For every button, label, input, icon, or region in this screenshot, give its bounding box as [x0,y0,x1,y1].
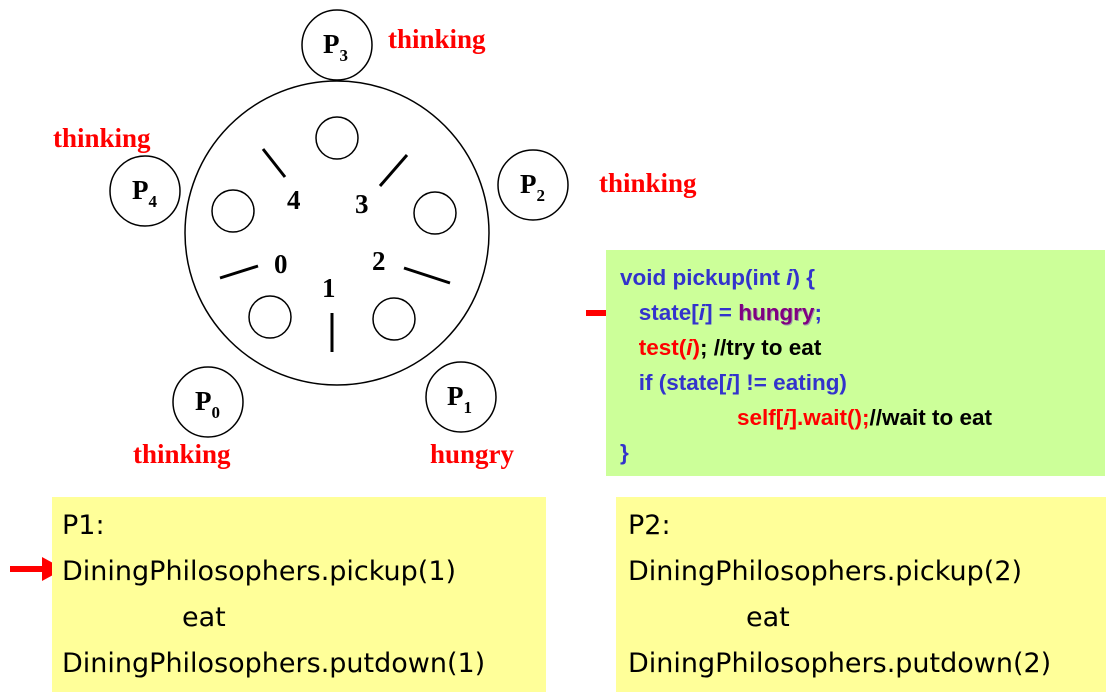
p1-pickup-call: DiningPhilosophers.pickup(1) [62,556,457,587]
pickup-code-block: void pickup(int i) { state[i] = hungry; … [606,250,1105,476]
chopstick-label-4: 4 [287,185,301,215]
chopstick-2-line [403,266,451,285]
plate-3 [315,116,359,160]
philosopher-p1: P1 [425,361,497,433]
state-label-p1: hungry [430,439,515,469]
p1-putdown-call: DiningPhilosophers.putdown(1) [62,648,486,679]
plate-2 [413,191,457,235]
chopstick-4-line [261,148,287,178]
p2-pickup-call: DiningPhilosophers.pickup(2) [628,556,1023,587]
code-line-4: if (state[i] != eating) [638,370,847,395]
svg-text:P0: P0 [195,386,220,422]
p2-eat-action: eat [746,602,790,633]
philosopher-p3: P3 [301,9,373,81]
p1-title: P1: [62,510,105,541]
state-label-p4: thinking [53,123,151,153]
svg-text:P2: P2 [520,169,545,205]
code-line-1: void pickup(int i) { [620,265,816,290]
svg-text:P3: P3 [323,29,348,65]
chopstick-label-2: 2 [372,246,386,276]
p1-call-box: P1: DiningPhilosophers.pickup(1) eat Din… [52,497,546,692]
chopstick-label-1: 1 [322,273,336,303]
code-line-3: test(i); //try to eat [638,335,822,360]
chopstick-label-3: 3 [355,189,369,219]
philosopher-p2: P2 [497,149,569,221]
state-label-p0: thinking [133,439,231,469]
p1-eat-action: eat [182,602,226,633]
p2-title: P2: [628,510,671,541]
code-line-5: self[i].wait();//wait to eat [737,405,993,430]
svg-text:P4: P4 [132,175,158,211]
plate-0 [248,295,292,339]
p2-call-box: P2: DiningPhilosophers.pickup(2) eat Din… [616,497,1106,692]
chopstick-label-0: 0 [274,249,288,279]
chopstick-3-line [378,154,409,187]
state-label-p2: thinking [599,168,697,198]
svg-text:P1: P1 [447,381,472,417]
plate-4 [211,189,255,233]
philosopher-p4: P4 [109,155,181,227]
code-line-2: state[i] = hungry; [638,300,822,325]
code-line-6: } [620,440,629,465]
chopstick-0-line [219,264,259,280]
plate-1 [372,297,416,341]
state-label-p3: thinking [388,24,486,54]
philosopher-p0: P0 [172,366,244,438]
p2-putdown-call: DiningPhilosophers.putdown(2) [628,648,1052,679]
